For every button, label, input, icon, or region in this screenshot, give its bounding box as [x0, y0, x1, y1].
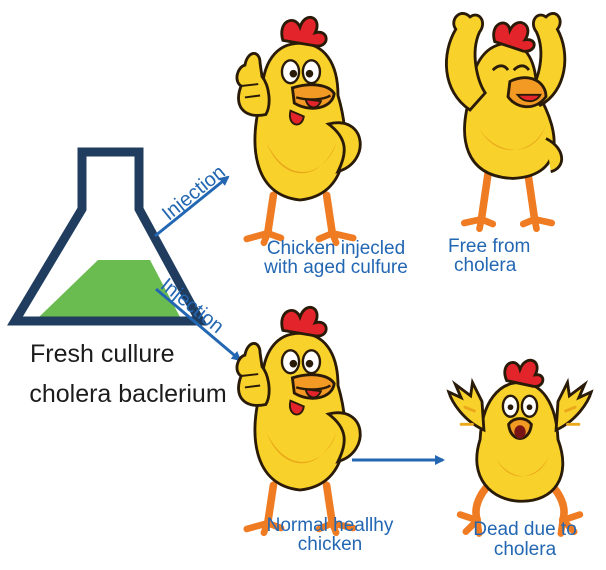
- caption-aged-line1: Chicken injecled: [236, 239, 436, 258]
- caption-aged-line2: with aged culfure: [236, 258, 436, 277]
- caption-dead-line2: cholera: [455, 540, 595, 559]
- caption-normal-line2: chicken: [240, 535, 420, 554]
- caption-dead-line1: Dead due to: [455, 520, 595, 539]
- chicken-free-from-cholera: [446, 13, 564, 228]
- chicken-aged-culture: [237, 17, 360, 242]
- flask-caption-line2: cholera baclerium: [8, 380, 248, 408]
- flask-caption-line1: Fresh cullure: [20, 340, 240, 368]
- caption-free-line2: cholera: [454, 256, 594, 275]
- chicken-normal-healthy: [237, 307, 360, 532]
- chicken-dead-cholera: [449, 360, 592, 533]
- caption-normal-line1: Normal heallhy: [240, 516, 420, 535]
- caption-free-line1: Free from: [448, 237, 588, 256]
